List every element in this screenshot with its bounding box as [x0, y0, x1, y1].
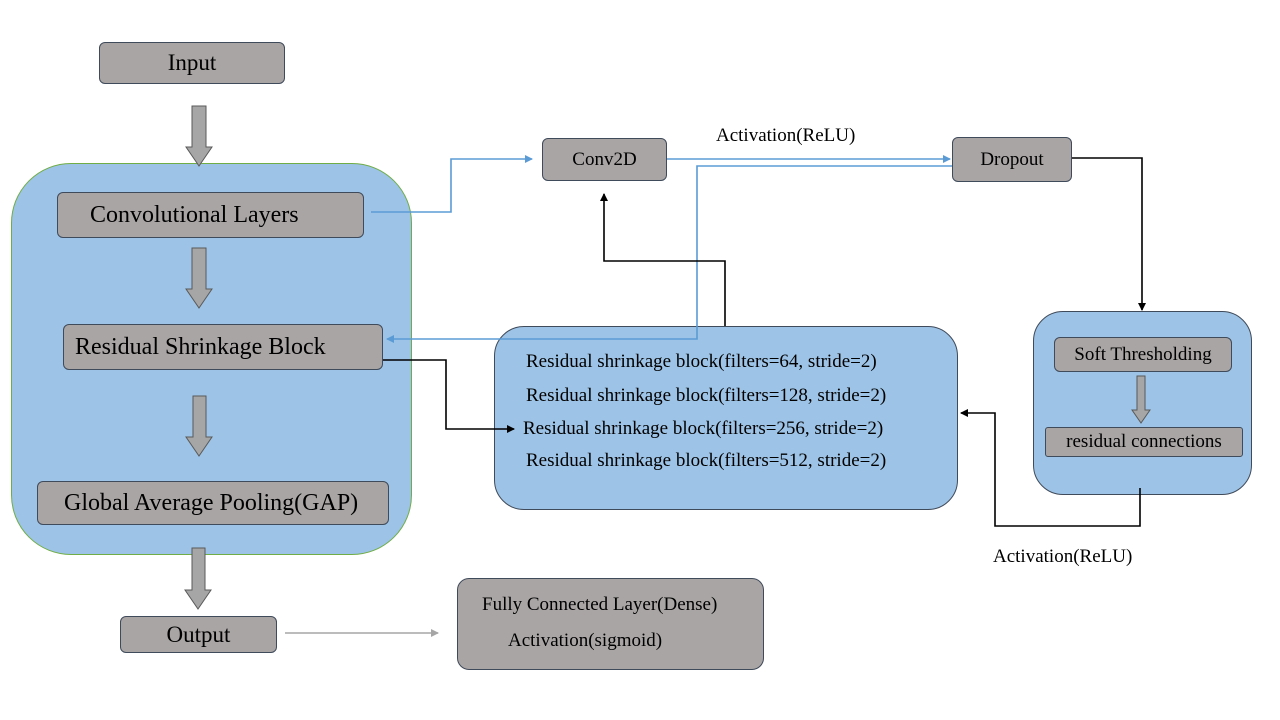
down-arrow-2 — [185, 247, 213, 309]
arrow-conv-layers-to-conv2d — [371, 155, 533, 213]
soft-thresholding-box: Soft Thresholding — [1054, 337, 1232, 372]
arrow-residual-block-to-panel — [381, 359, 515, 433]
down-arrow-1 — [185, 105, 213, 167]
residual-connections-box: residual connections — [1045, 427, 1243, 457]
conv2d-label: Conv2D — [572, 148, 637, 170]
dropout-box: Dropout — [952, 137, 1072, 182]
convolutional-layers-label: Convolutional Layers — [90, 201, 299, 228]
residual-shrinkage-block-box: Residual Shrinkage Block — [63, 324, 383, 370]
down-arrow-4 — [184, 547, 212, 610]
convolutional-layers-box: Convolutional Layers — [57, 192, 364, 238]
down-arrow-threshold — [1131, 375, 1151, 424]
residual-block-512: Residual shrinkage block(filters=512, st… — [526, 450, 887, 471]
dense-box: Fully Connected Layer(Dense) Activation(… — [457, 578, 764, 670]
gap-label: Global Average Pooling(GAP) — [64, 489, 359, 516]
dropout-label: Dropout — [980, 148, 1044, 170]
residual-shrinkage-block-label: Residual Shrinkage Block — [75, 333, 326, 360]
output-label: Output — [166, 621, 231, 647]
down-arrow-3 — [185, 395, 213, 457]
soft-thresholding-label: Soft Thresholding — [1074, 343, 1212, 365]
output-box: Output — [120, 616, 277, 653]
dense-line1: Fully Connected Layer(Dense) — [482, 594, 718, 615]
dense-line2: Activation(sigmoid) — [508, 630, 663, 651]
gap-box: Global Average Pooling(GAP) — [37, 481, 389, 525]
residual-block-64: Residual shrinkage block(filters=64, str… — [526, 351, 877, 372]
conv2d-box: Conv2D — [542, 138, 667, 181]
residual-block-128: Residual shrinkage block(filters=128, st… — [526, 385, 887, 406]
arrow-dropout-to-threshold — [1063, 157, 1146, 311]
arrow-panel-to-conv2d — [600, 193, 726, 326]
conv-activation-label: Activation(ReLU) — [716, 125, 856, 146]
residual-connections-label: residual connections — [1066, 431, 1222, 452]
arrow-threshold-to-residual-panel — [960, 409, 1141, 527]
residual-block-256: Residual shrinkage block(filters=256, st… — [523, 418, 884, 439]
input-label: Input — [167, 50, 217, 75]
input-box: Input — [99, 42, 285, 84]
residual-blocks-panel — [494, 326, 958, 510]
threshold-activation-label: Activation(ReLU) — [993, 546, 1133, 567]
arrow-dropout-to-residual-block — [386, 165, 953, 343]
